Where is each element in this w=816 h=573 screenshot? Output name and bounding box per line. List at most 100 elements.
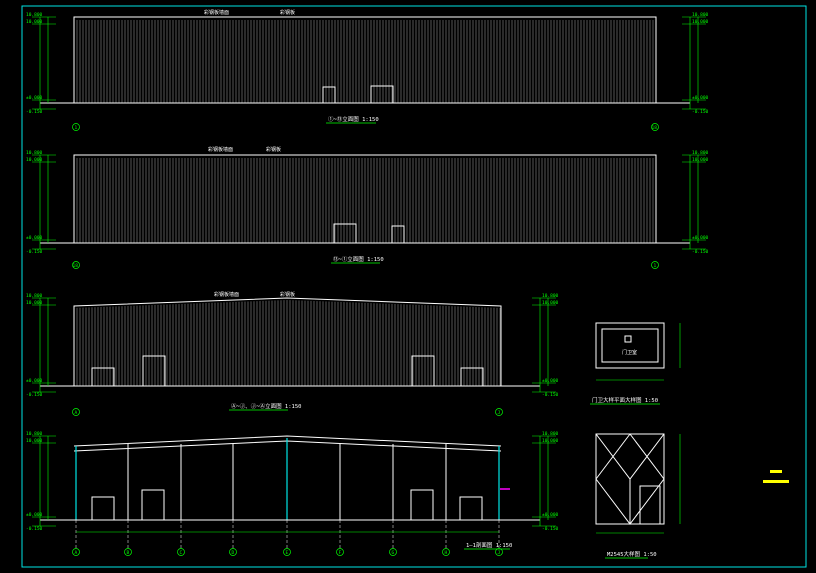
elevation-3-axis-left <box>72 408 80 416</box>
elevation-1-axis-right <box>651 123 659 131</box>
level-label: 10.000 <box>26 438 43 444</box>
door-diag-2 <box>629 433 665 480</box>
elevation-3-wall <box>73 297 502 387</box>
elevation-3-ribs <box>76 300 501 386</box>
guard-room-title: 门卫大样平面大样图 1:50 <box>592 396 658 404</box>
elevation-1-axis-left <box>72 123 80 131</box>
section-axis-label: J <box>498 550 501 556</box>
elevation-1-ribs <box>76 20 654 103</box>
section-axis-bubble <box>177 548 185 556</box>
elevation-3-note-b: 彩钢板 <box>280 291 295 298</box>
elevation-1-window <box>370 85 394 104</box>
level-label: -0.150 <box>26 392 43 398</box>
level-label: -0.150 <box>542 526 559 532</box>
level-label: ±0.000 <box>26 378 43 384</box>
level-label: 10.000 <box>542 300 559 306</box>
level-label: -0.150 <box>26 526 43 532</box>
level-label: 10.000 <box>692 19 709 25</box>
section-door-right <box>410 489 434 521</box>
level-label: 10.800 <box>542 431 559 437</box>
elevation-3-door-right <box>411 355 435 387</box>
guard-room-label: 门卫室 <box>622 349 637 356</box>
section-axis-label: H <box>445 550 448 556</box>
section-axis-label: G <box>392 550 395 556</box>
door-open-arc-top <box>595 433 665 480</box>
section-axis-label: C <box>180 550 183 556</box>
section-window-right <box>459 496 483 521</box>
elevation-3-title: Ⓐ~Ⓙ、Ⓙ~Ⓐ立面图 1:150 <box>231 402 302 410</box>
legend-mark-long <box>763 480 789 483</box>
level-label: 10.800 <box>692 12 709 18</box>
section-axis-bubble <box>283 548 291 556</box>
level-label: -0.150 <box>26 109 43 115</box>
door-title: M2545大样图 1:50 <box>607 550 657 558</box>
elevation-1-note-a: 彩钢板墙面 <box>204 9 229 16</box>
level-label: -0.150 <box>692 109 709 115</box>
elevation-3-note-a: 彩钢板墙面 <box>214 291 239 298</box>
level-label: 10.800 <box>542 293 559 299</box>
level-label: 10.800 <box>26 12 43 18</box>
section-axis-bubble <box>336 548 344 556</box>
level-label: -0.150 <box>692 249 709 255</box>
elevation-1: 彩钢板墙面 彩钢板 ①~⑬立面图 1:150 1 18 <box>40 9 690 131</box>
level-label: 10.000 <box>692 157 709 163</box>
elevation-3-axis-right-label: J <box>498 410 501 416</box>
section-roof-line <box>73 435 502 447</box>
level-label: -0.150 <box>542 392 559 398</box>
section-axis-bubble <box>124 548 132 556</box>
level-label: ±0.000 <box>692 95 709 101</box>
elevation-1-title: ①~⑬立面图 1:150 <box>328 115 379 123</box>
elevation-2-ribs <box>76 158 654 243</box>
elevation-2-axis-left <box>72 261 80 269</box>
door-small-leaf <box>639 485 661 525</box>
guard-room-outline <box>595 322 665 369</box>
section-window-left <box>91 496 115 521</box>
drawing-frame <box>21 5 807 568</box>
elevation-2-note-a: 彩钢板墙面 <box>208 146 233 153</box>
section-door-left <box>141 489 165 521</box>
elevation-2-title: ⑬~①立面图 1:150 <box>333 255 384 263</box>
elevation-3-axis-left-label: A <box>75 410 78 416</box>
level-label: 10.800 <box>26 293 43 299</box>
section-axis-bubble <box>72 548 80 556</box>
level-label: ±0.000 <box>26 512 43 518</box>
door-diag-1 <box>595 433 631 480</box>
section-axis-label: D <box>232 550 235 556</box>
section-axis-label: A <box>75 550 78 556</box>
section-axis-label: B <box>127 550 130 556</box>
elevation-1-note-b: 彩钢板 <box>280 9 295 16</box>
elevation-2-axis-right <box>651 261 659 269</box>
level-label: 10.000 <box>542 438 559 444</box>
level-label: 10.800 <box>26 431 43 437</box>
elevation-2-note-b: 彩钢板 <box>266 146 281 153</box>
level-label: ±0.000 <box>542 378 559 384</box>
level-label: 10.000 <box>26 157 43 163</box>
detail-door-m2545: M2545大样图 1:50 <box>595 433 681 559</box>
level-label: -0.150 <box>26 249 43 255</box>
level-label: ±0.000 <box>692 235 709 241</box>
level-label: 10.800 <box>26 150 43 156</box>
detail-guard-room: 门卫室 门卫大样平面大样图 1:50 <box>590 322 681 405</box>
section-axis-bubble <box>495 548 503 556</box>
section-axis-label: F <box>339 550 342 556</box>
elevation-2-axis-right-label: 1 <box>654 263 657 269</box>
section-axis-label: E <box>286 550 289 556</box>
guard-room-column <box>624 335 632 343</box>
section-axis-bubble <box>442 548 450 556</box>
elevation-2: 彩钢板墙面 彩钢板 ⑬~①立面图 1:150 18 1 <box>40 146 690 269</box>
elevation-3-window-right <box>460 367 484 387</box>
level-label: ±0.000 <box>26 235 43 241</box>
elevation-3-door-left <box>142 355 166 387</box>
level-label: ±0.000 <box>542 512 559 518</box>
elevation-1-axis-right-label: 18 <box>652 125 658 131</box>
elevation-2-axis-left-label: 18 <box>73 263 79 269</box>
elevation-1-axis-left-label: 1 <box>75 125 78 131</box>
section-axis-bubble <box>389 548 397 556</box>
level-label: 10.000 <box>26 300 43 306</box>
elevation-3-axis-right <box>495 408 503 416</box>
legend-mark-short <box>770 470 782 473</box>
